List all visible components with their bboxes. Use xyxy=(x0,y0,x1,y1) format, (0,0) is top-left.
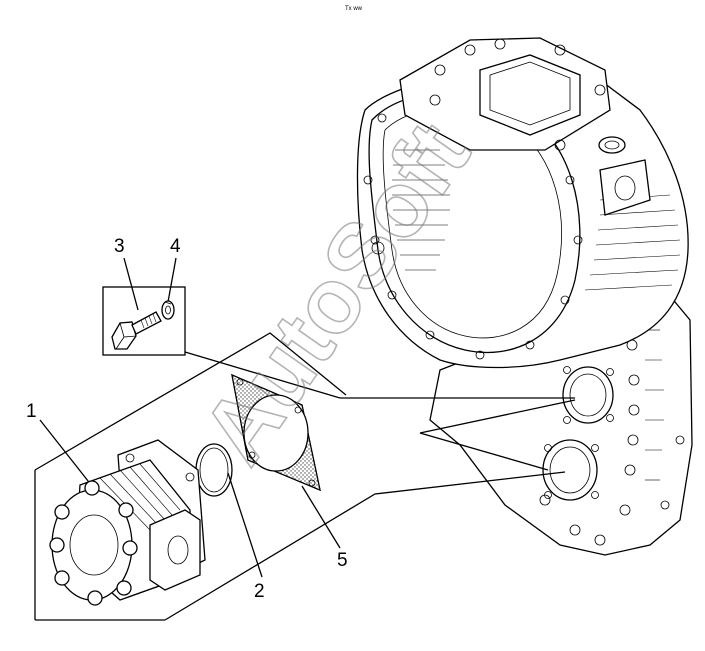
callout-2: 2 xyxy=(254,581,265,602)
callout-5: 5 xyxy=(337,550,348,571)
pump-part xyxy=(49,439,206,606)
top-mark: Tx ww xyxy=(345,6,363,12)
transmission-housing xyxy=(356,37,693,556)
callout-3: 3 xyxy=(114,236,125,257)
washer-part xyxy=(161,300,175,320)
gasket-part xyxy=(231,373,321,492)
bolt-part xyxy=(111,311,162,350)
leader-lines xyxy=(34,257,576,621)
callout-4: 4 xyxy=(170,236,181,257)
callout-1: 1 xyxy=(26,401,37,422)
